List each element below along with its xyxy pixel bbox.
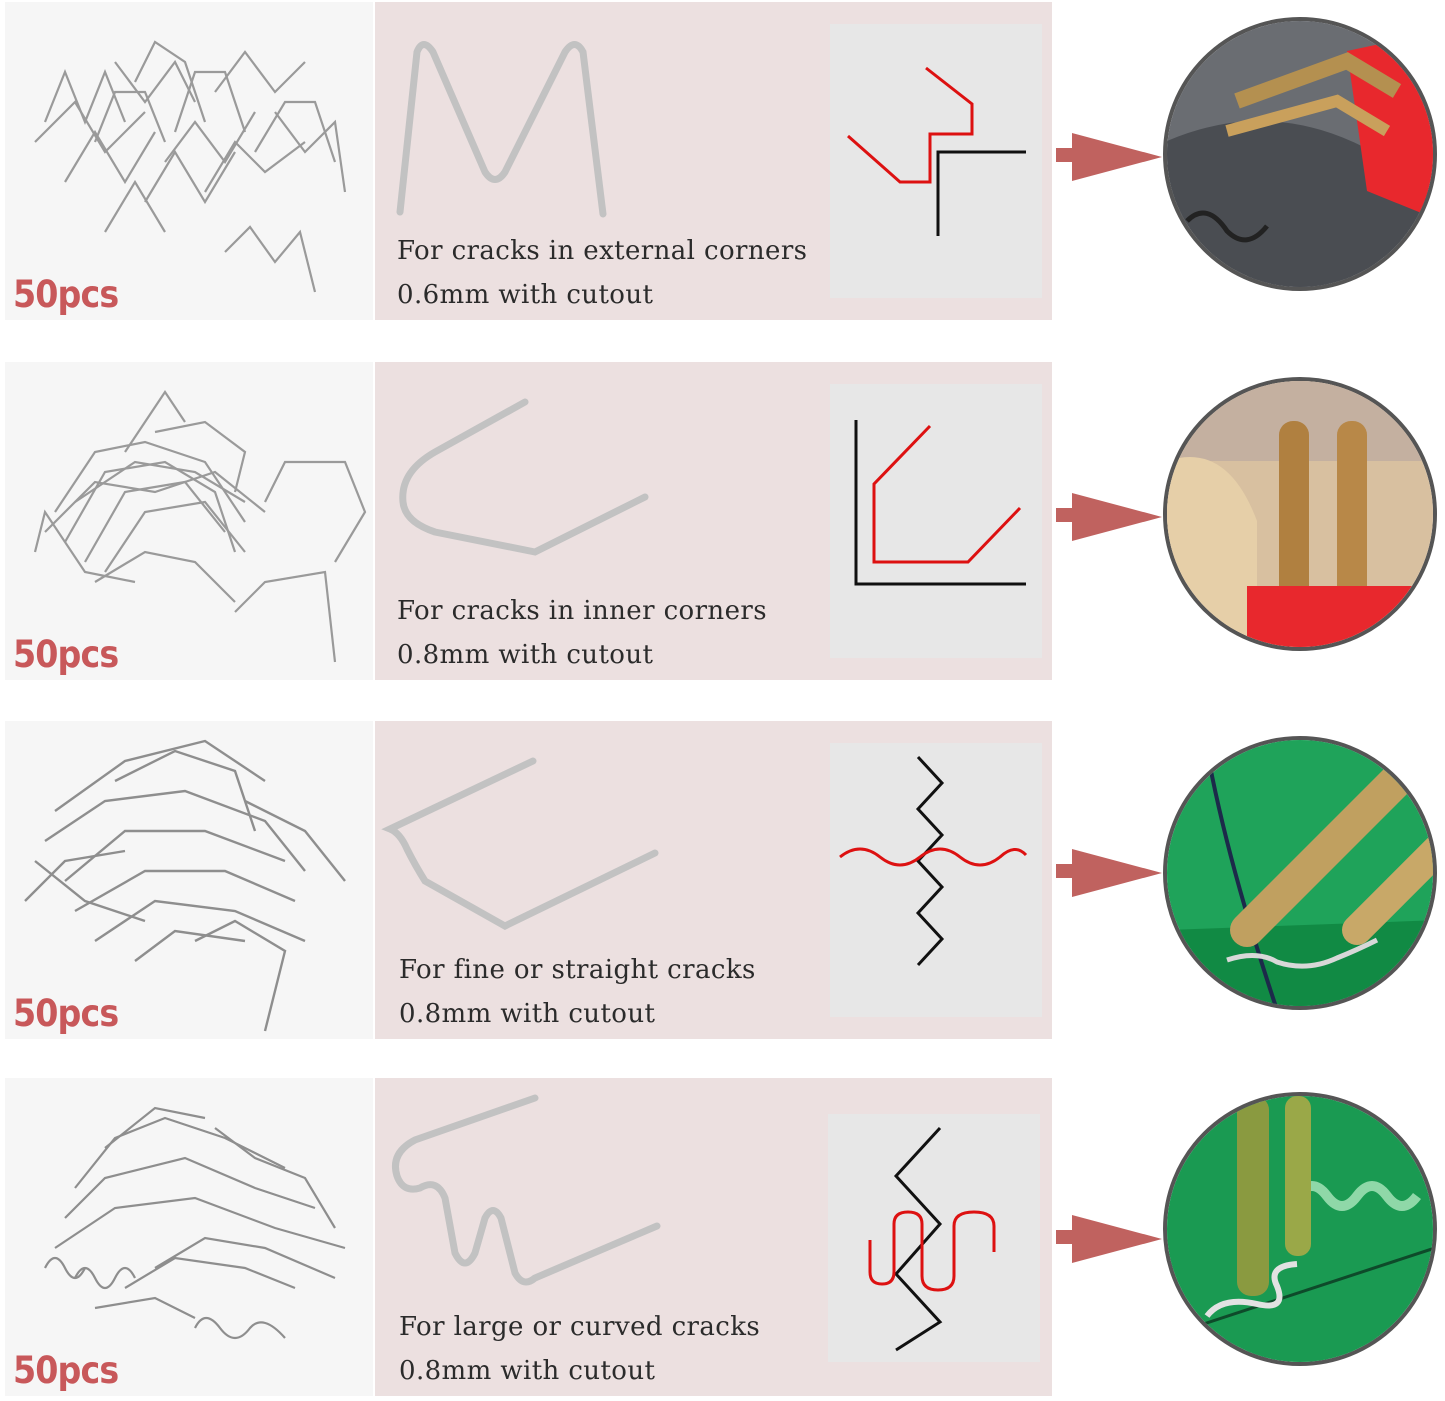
staple-pile-drawing <box>44 1106 346 1340</box>
curved-crack-photo <box>1167 1096 1433 1362</box>
spec-text: 0.8mm with cutout <box>397 640 654 670</box>
row-curved-cracks: 50pcs For large or curved cracks 0.8mm w… <box>0 1078 1445 1398</box>
staple-pile-image: 50pcs <box>5 362 373 680</box>
wave-staple-icon <box>392 1094 661 1286</box>
usage-text: For large or curved cracks <box>399 1312 761 1342</box>
usage-text: For fine or straight cracks <box>399 955 756 985</box>
quantity-label: 50pcs <box>13 1349 119 1392</box>
application-photo <box>1163 17 1437 291</box>
application-photo <box>1163 736 1437 1010</box>
staple-pile-image: 50pcs <box>5 1078 373 1396</box>
application-photo <box>1163 1092 1437 1366</box>
quantity-label: 50pcs <box>13 273 119 316</box>
arrow-right-icon <box>1056 133 1162 181</box>
staple-pile-image: 50pcs <box>5 721 373 1039</box>
row-straight-cracks: 50pcs For fine or straight cracks 0.8mm … <box>0 721 1445 1041</box>
arrow-right-icon <box>1056 1215 1162 1263</box>
application-photo <box>1163 377 1437 651</box>
crack-diagram <box>830 384 1042 658</box>
m-staple-icon <box>396 41 607 218</box>
spec-text: 0.8mm with cutout <box>399 999 656 1029</box>
spec-text: 0.8mm with cutout <box>399 1356 656 1386</box>
straight-crack-diagram-icon <box>839 755 1028 967</box>
straight-crack-photo <box>1167 740 1433 1006</box>
crack-diagram <box>828 1114 1040 1362</box>
spec-text: 0.6mm with cutout <box>397 280 654 310</box>
flat-staple-icon <box>381 757 659 930</box>
staple-info-panel: For large or curved cracks 0.8mm with cu… <box>375 1078 1052 1396</box>
external-corner-diagram-icon <box>847 66 1026 236</box>
row-external-corners: 50pcs For cracks in external corners 0.6… <box>0 2 1445 322</box>
arrow-right-icon <box>1056 849 1162 897</box>
crack-diagram <box>830 743 1042 1017</box>
staple-pile-drawing <box>33 390 367 663</box>
staple-info-panel: For cracks in external corners 0.6mm wit… <box>375 2 1052 320</box>
arrow-right-icon <box>1056 493 1162 541</box>
staple-pile-image: 50pcs <box>5 2 373 320</box>
quantity-label: 50pcs <box>13 633 119 676</box>
staple-info-panel: For cracks in inner corners 0.8mm with c… <box>375 362 1052 680</box>
inner-corner-photo <box>1167 381 1433 647</box>
quantity-label: 50pcs <box>13 992 119 1035</box>
inner-corner-diagram-icon <box>854 420 1026 586</box>
staple-pile-drawing <box>34 40 347 293</box>
crack-diagram <box>830 24 1042 298</box>
staple-pile-drawing <box>24 739 346 1032</box>
staple-info-panel: For fine or straight cracks 0.8mm with c… <box>375 721 1052 1039</box>
row-inner-corners: 50pcs For cracks in inner corners 0.8mm … <box>0 362 1445 682</box>
v-staple-icon <box>399 398 649 556</box>
usage-text: For cracks in inner corners <box>397 596 767 626</box>
curved-crack-diagram-icon <box>868 1126 996 1352</box>
external-corner-photo <box>1167 21 1433 287</box>
usage-text: For cracks in external corners <box>397 236 808 266</box>
